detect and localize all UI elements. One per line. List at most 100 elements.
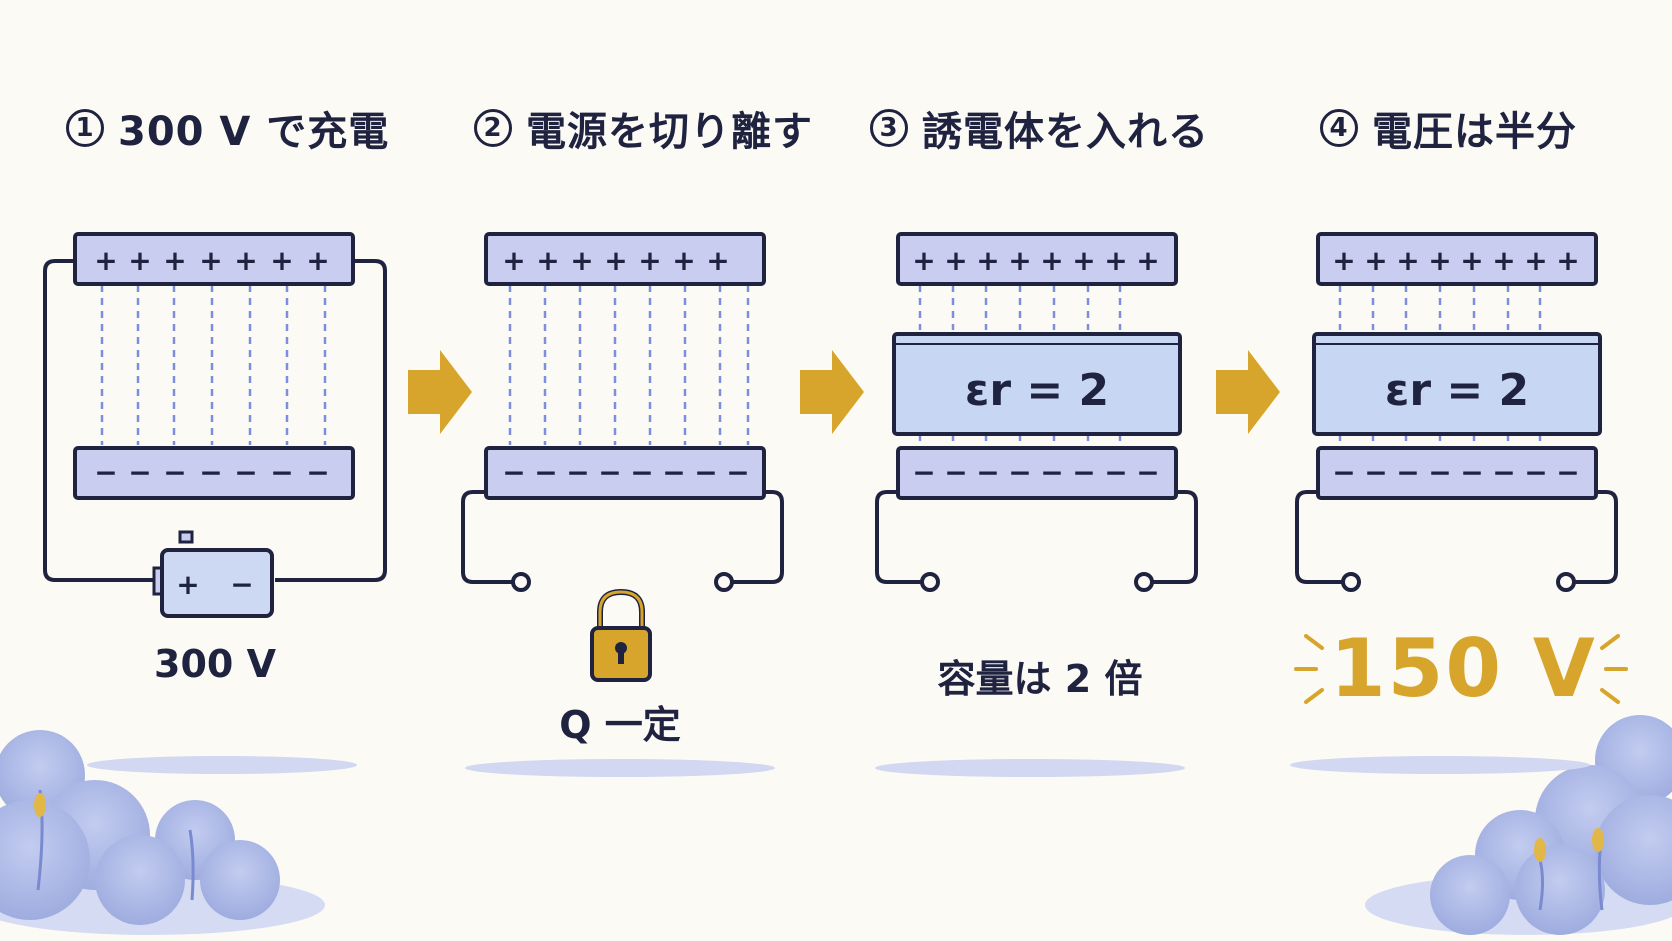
step-title-1: 1 300 V で充電: [66, 100, 389, 156]
svg-text:−: −: [912, 456, 935, 489]
step-title-text: 300 V で充電: [118, 109, 390, 155]
right-arrow-icon: [1216, 350, 1280, 434]
right-arrow-icon: [408, 350, 472, 434]
svg-text:−: −: [534, 456, 557, 489]
svg-text:−: −: [1332, 456, 1355, 489]
step-number-badge: 1: [66, 109, 104, 147]
svg-text:−: −: [94, 456, 117, 489]
ground-shadow: [465, 759, 775, 777]
step-title-text: 電圧は半分: [1372, 109, 1577, 155]
svg-text:+: +: [1364, 244, 1387, 277]
emphasis-burst: [1294, 634, 1628, 704]
svg-text:−: −: [694, 456, 717, 489]
svg-text:+: +: [176, 568, 199, 601]
ground-shadow: [87, 756, 357, 774]
svg-text:+: +: [1040, 244, 1063, 277]
svg-text:+: +: [1396, 244, 1419, 277]
svg-text:−: −: [726, 456, 749, 489]
svg-text:+: +: [604, 244, 627, 277]
ground-shadow: [875, 759, 1185, 777]
svg-text:−: −: [199, 456, 222, 489]
svg-text:−: −: [1396, 456, 1419, 489]
svg-text:−: −: [662, 456, 685, 489]
svg-text:−: −: [1428, 456, 1451, 489]
step-title-4: 4 電圧は半分: [1320, 100, 1577, 156]
svg-text:+: +: [199, 244, 222, 277]
svg-text:−: −: [163, 456, 186, 489]
svg-text:−: −: [128, 456, 151, 489]
svg-text:−: −: [1364, 456, 1387, 489]
svg-text:εr = 2: εr = 2: [1385, 365, 1529, 416]
svg-text:−: −: [1492, 456, 1515, 489]
svg-text:−: −: [230, 568, 253, 601]
svg-text:−: −: [630, 456, 653, 489]
svg-text:−: −: [566, 456, 589, 489]
capacitor-step-1: + + + + + + + − − − − − − −: [43, 232, 387, 618]
halved-voltage-label: 150 V: [1330, 622, 1597, 715]
svg-text:+: +: [1428, 244, 1451, 277]
svg-text:+: +: [1556, 244, 1579, 277]
capacitor-step-4: + + + + + + + + εr = 2 − − − − − −: [1294, 232, 1628, 704]
svg-text:+: +: [1332, 244, 1355, 277]
svg-text:+: +: [570, 244, 593, 277]
svg-text:+: +: [128, 244, 151, 277]
negative-plate: [73, 446, 355, 500]
svg-text:+: +: [1460, 244, 1483, 277]
svg-text:−: −: [502, 456, 525, 489]
svg-text:−: −: [1136, 456, 1159, 489]
svg-text:+: +: [1136, 244, 1159, 277]
svg-text:−: −: [1072, 456, 1095, 489]
svg-text:−: −: [1104, 456, 1127, 489]
svg-text:−: −: [1524, 456, 1547, 489]
svg-text:−: −: [306, 456, 329, 489]
plate-charges-positive: + + + + + + +: [94, 244, 329, 277]
charge-constant-label: Q 一定: [559, 703, 681, 747]
svg-text:+: +: [944, 244, 967, 277]
svg-text:+: +: [976, 244, 999, 277]
svg-text:+: +: [1492, 244, 1515, 277]
svg-text:+: +: [1524, 244, 1547, 277]
step-number-badge: 2: [474, 109, 512, 147]
foliage-right: [1365, 715, 1672, 935]
lock-icon: [590, 588, 652, 682]
svg-text:+: +: [912, 244, 935, 277]
svg-text:−: −: [598, 456, 621, 489]
svg-text:−: −: [1008, 456, 1031, 489]
svg-text:+: +: [163, 244, 186, 277]
svg-text:+: +: [502, 244, 525, 277]
battery-voltage-label: 300 V: [154, 642, 276, 686]
step-number-badge: 3: [870, 109, 908, 147]
svg-text:+: +: [94, 244, 117, 277]
step-title-2: 2 電源を切り離す: [474, 100, 813, 156]
svg-text:+: +: [1008, 244, 1031, 277]
plate-charges-negative: − − − − − − −: [94, 456, 329, 489]
capacitor-step-3: + + + + + + + + εr = 2 − − − − −: [875, 232, 1198, 592]
ground-shadow: [1290, 756, 1590, 774]
svg-text:+: +: [234, 244, 257, 277]
svg-text:+: +: [706, 244, 729, 277]
svg-text:−: −: [976, 456, 999, 489]
step-title-text: 電源を切り離す: [526, 109, 813, 155]
svg-text:−: −: [1040, 456, 1063, 489]
right-arrow-icon: [800, 350, 864, 434]
svg-text:−: −: [234, 456, 257, 489]
dielectric-slab: εr = 2: [1312, 332, 1602, 436]
capacitor-step-2: + + + + + + + − − − − − − − −: [461, 232, 784, 682]
step-title-text: 誘電体を入れる: [922, 109, 1209, 155]
svg-text:−: −: [1556, 456, 1579, 489]
svg-text:+: +: [306, 244, 329, 277]
svg-text:−: −: [1460, 456, 1483, 489]
svg-text:+: +: [1072, 244, 1095, 277]
battery-icon: + −: [152, 530, 274, 618]
svg-text:−: −: [270, 456, 293, 489]
capacitance-doubled-label: 容量は 2 倍: [937, 657, 1143, 701]
svg-text:εr = 2: εr = 2: [965, 365, 1109, 416]
step-number-badge: 4: [1320, 109, 1358, 147]
svg-text:+: +: [638, 244, 661, 277]
foliage-left: [0, 730, 325, 935]
svg-text:+: +: [536, 244, 559, 277]
svg-text:+: +: [270, 244, 293, 277]
svg-text:+: +: [1104, 244, 1127, 277]
